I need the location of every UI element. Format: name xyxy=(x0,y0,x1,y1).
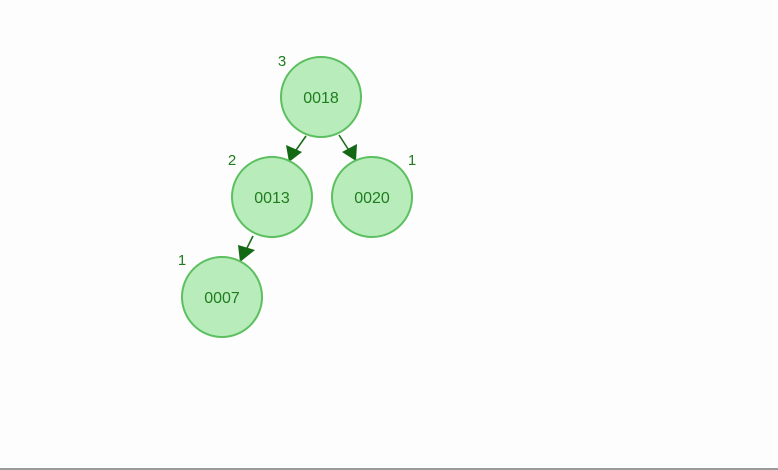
node-height-label: 1 xyxy=(178,252,186,269)
node-height-label: 2 xyxy=(228,152,236,169)
tree-node[interactable]: 0007 1 xyxy=(178,252,263,338)
node-key: 0013 xyxy=(254,190,290,207)
node-key: 0020 xyxy=(354,190,390,207)
tree-node[interactable]: 0018 3 xyxy=(278,53,362,138)
node-height-label: 1 xyxy=(408,152,416,169)
edge-0018-0020 xyxy=(338,134,357,161)
edges-layer xyxy=(238,134,357,262)
node-key: 0007 xyxy=(204,290,240,307)
edge-0018-0013 xyxy=(286,135,307,162)
tree-node[interactable]: 0013 2 xyxy=(228,152,313,238)
node-key: 0018 xyxy=(303,90,339,107)
nodes-layer: 0018 3 0013 2 0020 1 0007 1 xyxy=(178,53,416,338)
edge-0013-0007 xyxy=(238,235,255,262)
tree-node[interactable]: 0020 1 xyxy=(331,152,416,238)
node-height-label: 3 xyxy=(278,53,286,70)
bottom-divider xyxy=(0,468,778,470)
